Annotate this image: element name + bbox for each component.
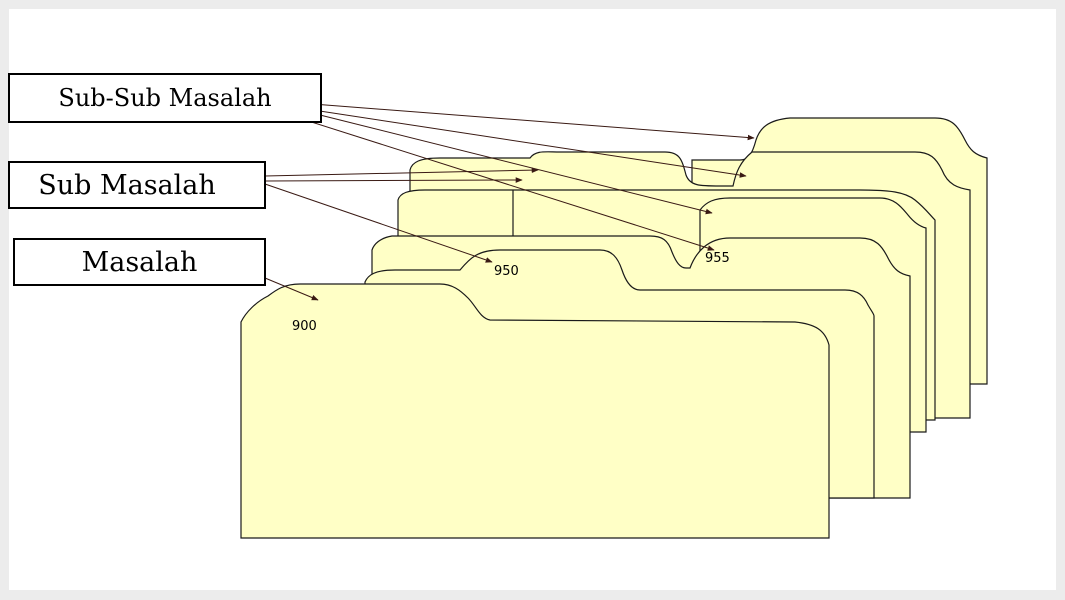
arrow-sub-sub-to-back-tab: [299, 102, 755, 141]
sub-sub-masalah-label: Sub-Sub Masalah: [8, 73, 322, 123]
arrow-masalah-to-900: [264, 277, 319, 301]
folder-front-main: [240, 283, 830, 539]
arrow-sub-to-folder2: [264, 167, 539, 177]
sub-masalah-label: Sub Masalah: [8, 161, 266, 209]
arrow-sub-to-950: [264, 183, 493, 263]
arrow-sub-to-folder3: [264, 177, 523, 183]
arrow-sub-sub-to-folder4: [299, 109, 713, 215]
masalah-label: Masalah: [13, 238, 266, 286]
label-955: 955: [705, 251, 730, 266]
label-900: 900: [292, 319, 317, 334]
label-950: 950: [494, 264, 519, 279]
arrow-sub-sub-to-folder2: [299, 107, 747, 178]
arrow-sub-sub-to-955: [279, 111, 715, 251]
